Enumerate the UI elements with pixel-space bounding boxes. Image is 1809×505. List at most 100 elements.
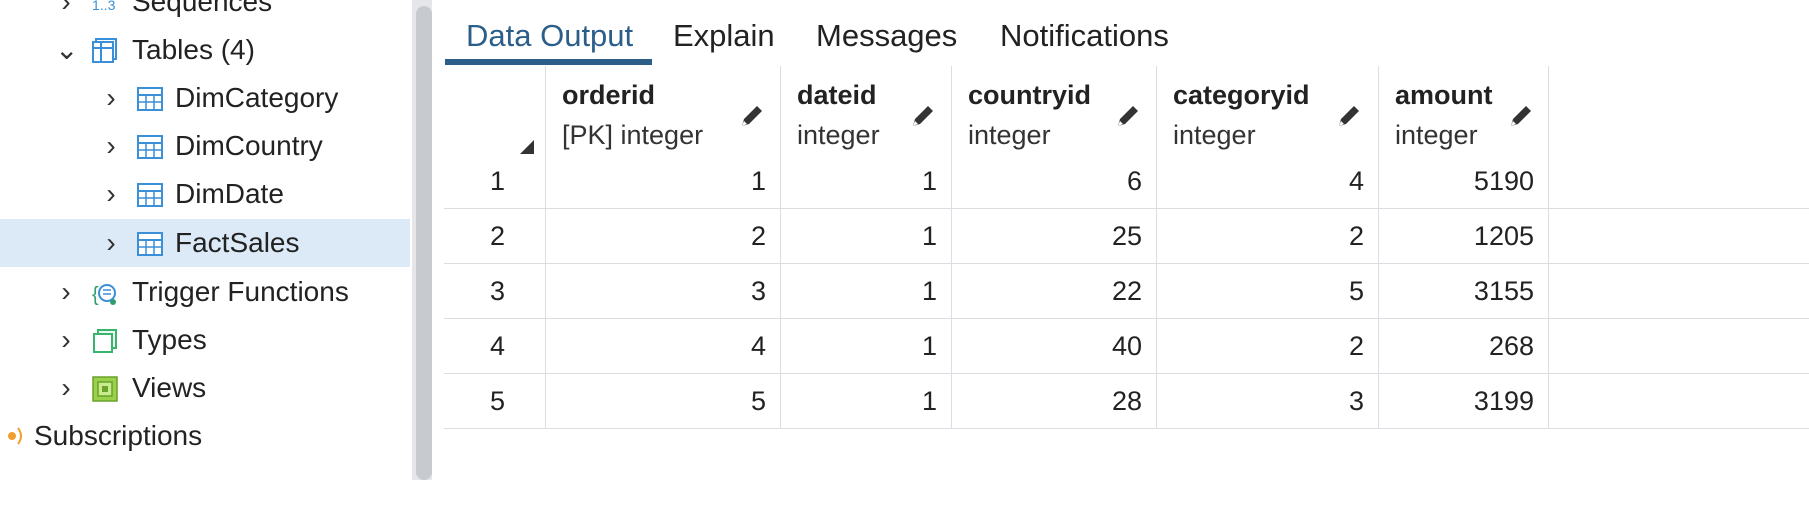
column-type: integer xyxy=(797,120,880,150)
table-cell-countryid[interactable]: 22 xyxy=(952,264,1157,319)
table-cell-orderid[interactable]: 3 xyxy=(546,264,781,319)
chevron-down-icon[interactable]: ⌄ xyxy=(55,34,79,65)
tree-item-dimcategory[interactable]: › DimCategory xyxy=(0,74,410,122)
chevron-right-icon[interactable]: › xyxy=(61,276,71,307)
views-icon xyxy=(92,376,118,402)
edit-pencil-icon[interactable] xyxy=(1114,102,1142,130)
row-number[interactable]: 2 xyxy=(444,209,546,264)
tree-item-label: DimDate xyxy=(175,178,284,209)
tree-item-types[interactable]: › Types xyxy=(0,316,410,364)
table-cell-dateid[interactable]: 1 xyxy=(781,154,952,209)
edit-pencil-icon[interactable] xyxy=(1335,102,1363,130)
edit-pencil-icon[interactable] xyxy=(738,102,766,130)
table-cell-countryid[interactable]: 40 xyxy=(952,319,1157,374)
table-icon xyxy=(137,135,163,159)
data-grid: orderid [PK] integer dateid integer coun… xyxy=(444,66,1809,436)
tree-item-factsales[interactable]: › FactSales xyxy=(0,219,410,267)
header-filler xyxy=(1549,66,1809,168)
edit-pencil-icon[interactable] xyxy=(909,102,937,130)
column-header-categoryid[interactable]: categoryid integer xyxy=(1157,66,1379,168)
chevron-right-icon[interactable]: › xyxy=(106,130,116,161)
row-filler xyxy=(1549,154,1809,209)
tree-item-label: DimCountry xyxy=(175,130,323,161)
tree-item-views[interactable]: › Views xyxy=(0,364,410,412)
tables-icon xyxy=(92,38,117,63)
table-cell-categoryid[interactable]: 2 xyxy=(1157,209,1379,264)
table-cell-countryid[interactable]: 28 xyxy=(952,374,1157,429)
row-filler xyxy=(1549,374,1809,429)
result-tabs xyxy=(444,0,1809,75)
column-name: amount xyxy=(1395,80,1493,110)
tab-data-output[interactable]: Data Output xyxy=(466,18,634,53)
tree-item-dimdate[interactable]: › DimDate xyxy=(0,170,410,218)
table-cell-orderid[interactable]: 5 xyxy=(546,374,781,429)
table-cell-orderid[interactable]: 2 xyxy=(546,209,781,264)
tree-item-label: Trigger Functions xyxy=(132,276,349,307)
column-header-countryid[interactable]: countryid integer xyxy=(952,66,1157,168)
table-cell-amount[interactable]: 268 xyxy=(1379,319,1549,374)
row-number[interactable]: 4 xyxy=(444,319,546,374)
table-cell-categoryid[interactable]: 5 xyxy=(1157,264,1379,319)
chevron-right-icon[interactable]: › xyxy=(61,324,71,355)
table-cell-amount[interactable]: 3155 xyxy=(1379,264,1549,319)
row-number[interactable]: 1 xyxy=(444,154,546,209)
table-cell-dateid[interactable]: 1 xyxy=(781,209,952,264)
tree-item-subscriptions[interactable]: Subscriptions xyxy=(0,412,410,460)
table-cell-countryid[interactable]: 25 xyxy=(952,209,1157,264)
chevron-right-icon[interactable]: › xyxy=(106,82,116,113)
table-cell-categoryid[interactable]: 2 xyxy=(1157,319,1379,374)
table-cell-orderid[interactable]: 4 xyxy=(546,319,781,374)
subscriptions-icon xyxy=(8,427,22,445)
tree-item-trigger-functions[interactable]: › { Trigger Functions xyxy=(0,268,410,316)
tree-item-tables[interactable]: ⌄ Tables (4) xyxy=(0,26,410,74)
tree-item-sequences[interactable]: › 1..3 Sequences xyxy=(0,0,410,26)
tree-item-label: Sequences xyxy=(132,0,273,17)
chevron-right-icon[interactable]: › xyxy=(61,372,71,403)
table-icon xyxy=(137,232,163,256)
tree-item-label: Types xyxy=(132,324,207,355)
column-header-orderid[interactable]: orderid [PK] integer xyxy=(546,66,781,168)
tree-item-label: Tables (4) xyxy=(132,34,255,65)
table-cell-amount[interactable]: 5190 xyxy=(1379,154,1549,209)
edit-pencil-icon[interactable] xyxy=(1507,102,1535,130)
tab-messages[interactable]: Messages xyxy=(816,18,958,53)
column-name: categoryid xyxy=(1173,80,1310,110)
tree-item-dimcountry[interactable]: › DimCountry xyxy=(0,122,410,170)
select-all-corner[interactable] xyxy=(444,66,546,168)
column-header-dateid[interactable]: dateid integer xyxy=(781,66,952,168)
column-type: integer xyxy=(1173,120,1256,150)
table-cell-dateid[interactable]: 1 xyxy=(781,374,952,429)
column-name: countryid xyxy=(968,80,1092,110)
object-browser-tree: › 1..3 Sequences ⌄ Tables (4) › DimCateg… xyxy=(0,0,410,505)
row-filler xyxy=(1549,209,1809,264)
table-cell-countryid[interactable]: 6 xyxy=(952,154,1157,209)
table-cell-categoryid[interactable]: 4 xyxy=(1157,154,1379,209)
row-filler xyxy=(1549,264,1809,319)
sequence-icon: 1..3 xyxy=(92,0,116,13)
table-cell-dateid[interactable]: 1 xyxy=(781,264,952,319)
table-cell-amount[interactable]: 1205 xyxy=(1379,209,1549,264)
table-cell-categoryid[interactable]: 3 xyxy=(1157,374,1379,429)
table-cell-amount[interactable]: 3199 xyxy=(1379,374,1549,429)
tab-notifications[interactable]: Notifications xyxy=(1000,18,1169,53)
chevron-right-icon[interactable]: › xyxy=(106,227,116,258)
column-type: [PK] integer xyxy=(562,120,704,150)
column-type: integer xyxy=(968,120,1051,150)
table-cell-dateid[interactable]: 1 xyxy=(781,319,952,374)
column-type: integer xyxy=(1395,120,1478,150)
trigger-function-icon: { xyxy=(92,284,116,306)
chevron-right-icon[interactable]: › xyxy=(61,0,71,17)
svg-text:1..3: 1..3 xyxy=(92,0,116,13)
column-header-amount[interactable]: amount integer xyxy=(1379,66,1549,168)
tree-item-label: Subscriptions xyxy=(34,420,203,451)
tab-explain[interactable]: Explain xyxy=(673,18,775,53)
svg-text:{: { xyxy=(92,284,99,306)
row-number[interactable]: 5 xyxy=(444,374,546,429)
tree-scrollbar-thumb[interactable] xyxy=(416,6,432,480)
row-number[interactable]: 3 xyxy=(444,264,546,319)
chevron-right-icon[interactable]: › xyxy=(106,178,116,209)
table-icon xyxy=(137,183,163,207)
table-cell-orderid[interactable]: 1 xyxy=(546,154,781,209)
column-name: dateid xyxy=(797,80,877,110)
active-tab-indicator xyxy=(445,59,652,65)
